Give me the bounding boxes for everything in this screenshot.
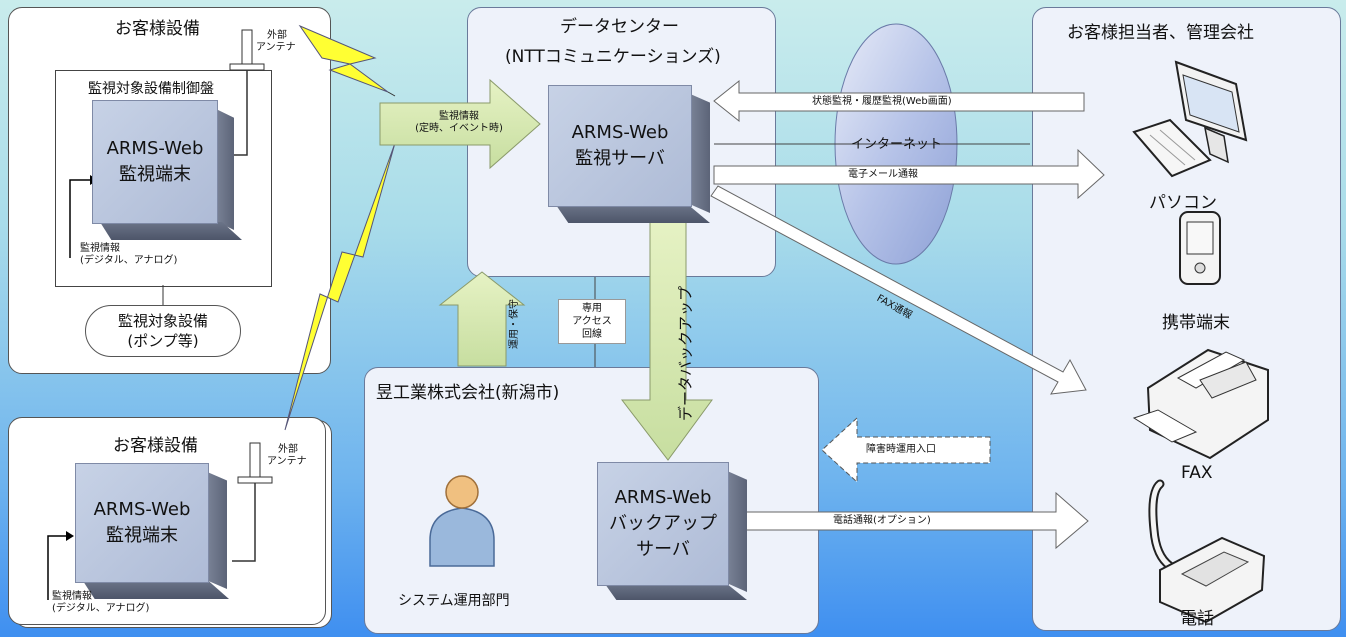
- control-panel-title: 監視対象設備制御盤: [88, 81, 214, 97]
- phone-label: 電話: [1180, 609, 1214, 629]
- phone-arrow-label: 電話通報(オプション): [833, 515, 931, 526]
- monitored-equipment: 監視対象設備(ポンプ等): [85, 305, 241, 357]
- email-arrow-label: 電子メール通報: [848, 169, 918, 180]
- person-icon: [429, 475, 495, 567]
- mobile-label: 携帯端末: [1162, 313, 1230, 333]
- antenna-2-mast: [249, 442, 261, 480]
- monitor-server-line2: 監視サーバ: [575, 148, 665, 169]
- dedicated-line-label: 専用アクセス回線: [558, 299, 626, 344]
- customer1-title: お客様設備: [115, 19, 200, 39]
- monitor-server-line1: ARMS-Web: [571, 122, 669, 143]
- fax-label: FAX: [1181, 463, 1213, 483]
- failover-arrow: [821, 416, 991, 484]
- backup-server-line3: サーバ: [636, 539, 690, 560]
- fax-arrow: [710, 185, 1087, 395]
- monitor-info-arrow: [379, 78, 541, 170]
- monitor-info-arrow-label: 監視情報(定時、イベント時): [415, 111, 503, 134]
- ops-arrow-label: 運用・保守: [509, 299, 520, 349]
- status-arrow: [713, 79, 1085, 123]
- terminal-2-line2: 監視端末: [106, 525, 178, 546]
- terminal-1-line2: 監視端末: [119, 164, 191, 185]
- backup-arrow: [620, 217, 713, 461]
- failover-arrow-label: 障害時運用入口: [866, 444, 936, 455]
- monitor-terminal-1: ARMS-Web 監視端末: [92, 100, 242, 240]
- monitor-server: ARMS-Web 監視サーバ: [548, 85, 718, 223]
- backup-arrow-label: データバックアップ: [676, 286, 695, 422]
- mobile-icon: [1179, 211, 1221, 285]
- internet-label: インターネット: [851, 137, 943, 152]
- company-title: 昱工業株式会社(新潟市): [376, 383, 560, 403]
- customer2-title: お客様設備: [113, 436, 198, 456]
- ops-arrow: [438, 271, 526, 367]
- pc-label: パソコン: [1149, 193, 1217, 213]
- radio-lightning-1: [298, 24, 389, 93]
- status-arrow-label: 状態監視・履歴監視(Web画面): [812, 96, 952, 107]
- antenna-1-label: 外部アンテナ: [256, 30, 296, 53]
- monitor-info-2: 監視情報(デジタル、アナログ): [52, 591, 150, 614]
- phone-icon: [1148, 479, 1266, 624]
- radio-lightning-2: [284, 142, 396, 431]
- datacenter-subtitle: (NTTコミュニケーションズ): [505, 47, 721, 67]
- backup-server-line2: バックアップ: [609, 513, 717, 534]
- terminal-1-line1: ARMS-Web: [106, 138, 204, 159]
- monitor-info-1: 監視情報(デジタル、アナログ): [80, 243, 178, 266]
- fax-icon: [1132, 348, 1269, 460]
- pc-icon: [1132, 60, 1248, 178]
- email-arrow: [713, 148, 1105, 200]
- datacenter-title: データセンター: [560, 17, 679, 37]
- backup-server-line1: ARMS-Web: [614, 487, 712, 508]
- recipients-title: お客様担当者、管理会社: [1067, 23, 1254, 43]
- antenna-1-mast: [241, 29, 253, 67]
- backup-server: ARMS-Web バックアップ サーバ: [597, 462, 755, 600]
- antenna-2-label: 外部アンテナ: [267, 444, 307, 467]
- terminal-2-line1: ARMS-Web: [93, 499, 191, 520]
- monitor-terminal-2: ARMS-Web 監視端末: [75, 463, 235, 599]
- phone-arrow: [711, 491, 1089, 550]
- system-dept-label: システム運用部門: [398, 593, 510, 609]
